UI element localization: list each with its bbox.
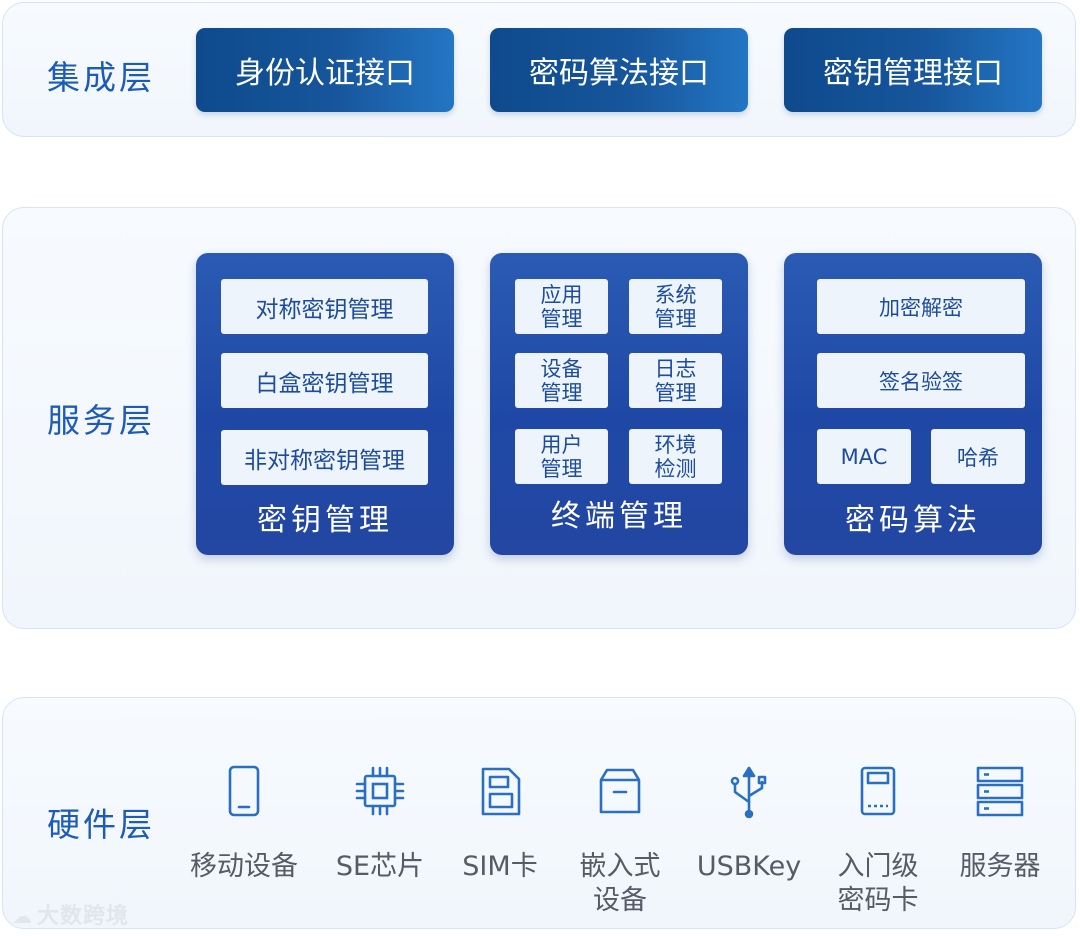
- hardware-mobile-device: 移动设备: [178, 764, 310, 934]
- key-management-card: 对称密钥管理 白盒密钥管理 非对称密钥管理 密钥管理: [196, 253, 454, 555]
- system-management-item[interactable]: 系统 管理: [629, 279, 722, 334]
- whitebox-key-management-item[interactable]: 白盒密钥管理: [221, 353, 428, 408]
- asymmetric-key-management-item[interactable]: 非对称密钥管理: [221, 430, 428, 485]
- encrypt-decrypt-item[interactable]: 加密解密: [817, 279, 1025, 334]
- key-management-interface-button[interactable]: 密钥管理接口: [784, 28, 1042, 112]
- mac-item[interactable]: MAC: [817, 429, 911, 484]
- environment-detection-item[interactable]: 环境 检测: [629, 429, 722, 484]
- key-management-title: 密钥管理: [257, 503, 393, 538]
- log-management-item[interactable]: 日志 管理: [629, 353, 722, 408]
- mobile-device-label: 移动设备: [190, 851, 298, 882]
- user-management-item[interactable]: 用户 管理: [515, 429, 608, 484]
- crypto-algorithm-interface-button[interactable]: 密码算法接口: [490, 28, 748, 112]
- app-management-item[interactable]: 应用 管理: [515, 279, 608, 334]
- embedded-device-label: 嵌入式 设备: [579, 851, 661, 916]
- mobile-phone-icon: [219, 764, 269, 820]
- crypto-algorithm-title: 密码算法: [845, 503, 981, 538]
- hardware-usbkey: USBKey: [683, 764, 815, 934]
- watermark-text: 大数跨境: [37, 904, 130, 929]
- device-management-item[interactable]: 设备 管理: [515, 353, 608, 408]
- server-icon: [975, 764, 1025, 820]
- hardware-layer: 硬件层 移动设备 SE芯片: [2, 697, 1076, 929]
- identity-auth-interface-button[interactable]: 身份认证接口: [196, 28, 454, 112]
- terminal-management-card: 应用 管理 系统 管理 设备 管理 日志 管理 用户 管理 环境 检测 终端管理: [490, 253, 748, 555]
- sim-card-label: SIM卡: [462, 851, 538, 882]
- hardware-layer-label: 硬件层: [47, 805, 155, 844]
- crypto-card-label: 入门级 密码卡: [837, 851, 919, 916]
- integration-layer-label: 集成层: [47, 58, 155, 97]
- hardware-sim-card: SIM卡: [434, 764, 566, 934]
- se-chip-label: SE芯片: [335, 851, 425, 882]
- hardware-se-chip: SE芯片: [314, 764, 446, 934]
- usbkey-label: USBKey: [696, 851, 802, 882]
- crypto-algorithm-card: 加密解密 签名验签 MAC 哈希 密码算法: [784, 253, 1042, 555]
- hardware-server: 服务器: [934, 764, 1066, 934]
- hash-item[interactable]: 哈希: [931, 429, 1025, 484]
- service-layer: 服务层 对称密钥管理 白盒密钥管理 非对称密钥管理 密钥管理 应用 管理 系统 …: [2, 207, 1076, 629]
- usb-icon: [724, 764, 774, 820]
- watermark-logo-icon: ☁: [12, 904, 33, 928]
- integration-layer: 集成层 身份认证接口 密码算法接口 密钥管理接口: [2, 2, 1076, 137]
- terminal-management-title: 终端管理: [551, 499, 687, 534]
- sim-card-icon: [475, 764, 525, 820]
- server-label: 服务器: [959, 851, 1041, 882]
- card-icon: [853, 764, 903, 820]
- service-layer-label: 服务层: [47, 401, 155, 440]
- sign-verify-item[interactable]: 签名验签: [817, 353, 1025, 408]
- watermark: ☁大数跨境: [12, 898, 129, 930]
- hardware-embedded-device: 嵌入式 设备: [554, 764, 686, 934]
- chip-icon: [355, 764, 405, 820]
- symmetric-key-management-item[interactable]: 对称密钥管理: [221, 279, 428, 334]
- hardware-crypto-card: 入门级 密码卡: [812, 764, 944, 934]
- box-icon: [595, 764, 645, 820]
